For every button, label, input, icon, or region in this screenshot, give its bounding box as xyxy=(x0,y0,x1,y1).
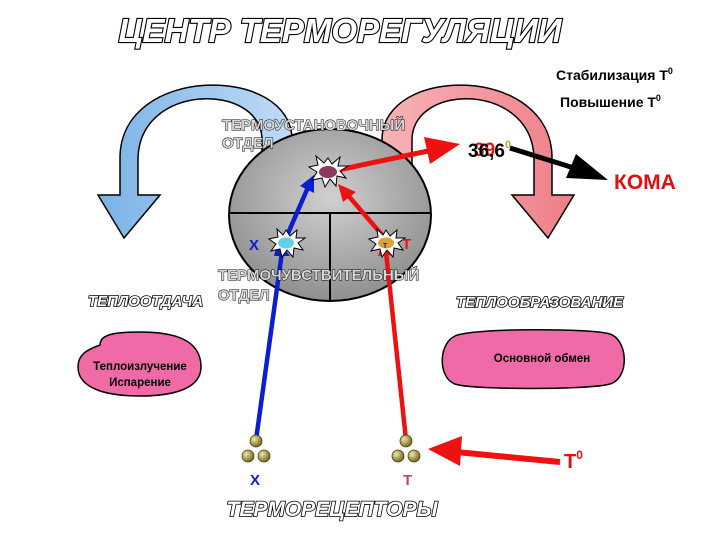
setpoint-section-label: ТЕРМОУСТАНОВОЧНЫЙ xyxy=(222,116,405,134)
coma-arrow xyxy=(509,145,608,180)
heat-receptors-label: Т xyxy=(403,472,412,489)
cold-receptors-label: Х xyxy=(250,472,260,489)
coma-label: КОМА xyxy=(614,171,676,194)
heat-loss-mechanism-evaporation: Испарение xyxy=(109,377,171,389)
heat-receptors-icon xyxy=(391,434,421,463)
heat-neuron-mark: т xyxy=(383,240,387,250)
heat-loss-arrow xyxy=(96,84,293,240)
heat-loss-mechanisms: Теплоизлучение Испарение xyxy=(77,331,202,397)
page-title: ЦЕНТР ТЕРМОРЕГУЛЯЦИИ xyxy=(118,12,562,49)
external-temperature-arrow xyxy=(428,436,561,466)
heat-production-mechanism: Основной обмен xyxy=(441,328,625,390)
elevated-temperature: 39 xyxy=(474,140,495,161)
setpoint-shift-arrow xyxy=(337,137,460,173)
sensitive-section-label: ТЕРМОЧУВСТВИТЕЛЬНЫЙ xyxy=(218,266,419,284)
cold-marker: Х xyxy=(249,237,259,254)
increase-status: Повышение Т0 xyxy=(560,93,661,110)
stabilization-status: Стабилизация Т0 xyxy=(556,66,673,83)
normal-temperature: 36,60 xyxy=(468,139,511,162)
setpoint-section-label-line2: ОТДЕЛ xyxy=(222,135,274,152)
heat-loss-label: ТЕПЛООТДАЧА xyxy=(88,293,203,310)
heat-loss-mechanism-radiation: Теплоизлучение xyxy=(93,361,187,373)
heat-production-label: ТЕПЛООБРАЗОВАНИЕ xyxy=(456,294,624,311)
sensitive-section-label-line2: ОТДЕЛ xyxy=(218,287,270,304)
cold-receptors-icon xyxy=(241,434,271,463)
thermoreceptors-title: ТЕРМОРЕЦЕПТОРЫ xyxy=(227,498,439,521)
basal-metabolism-label: Основной обмен xyxy=(494,353,590,365)
heat-production-arrow xyxy=(381,84,576,240)
external-temperature-label: Т0 xyxy=(564,448,583,473)
heat-marker: Т xyxy=(402,236,411,253)
